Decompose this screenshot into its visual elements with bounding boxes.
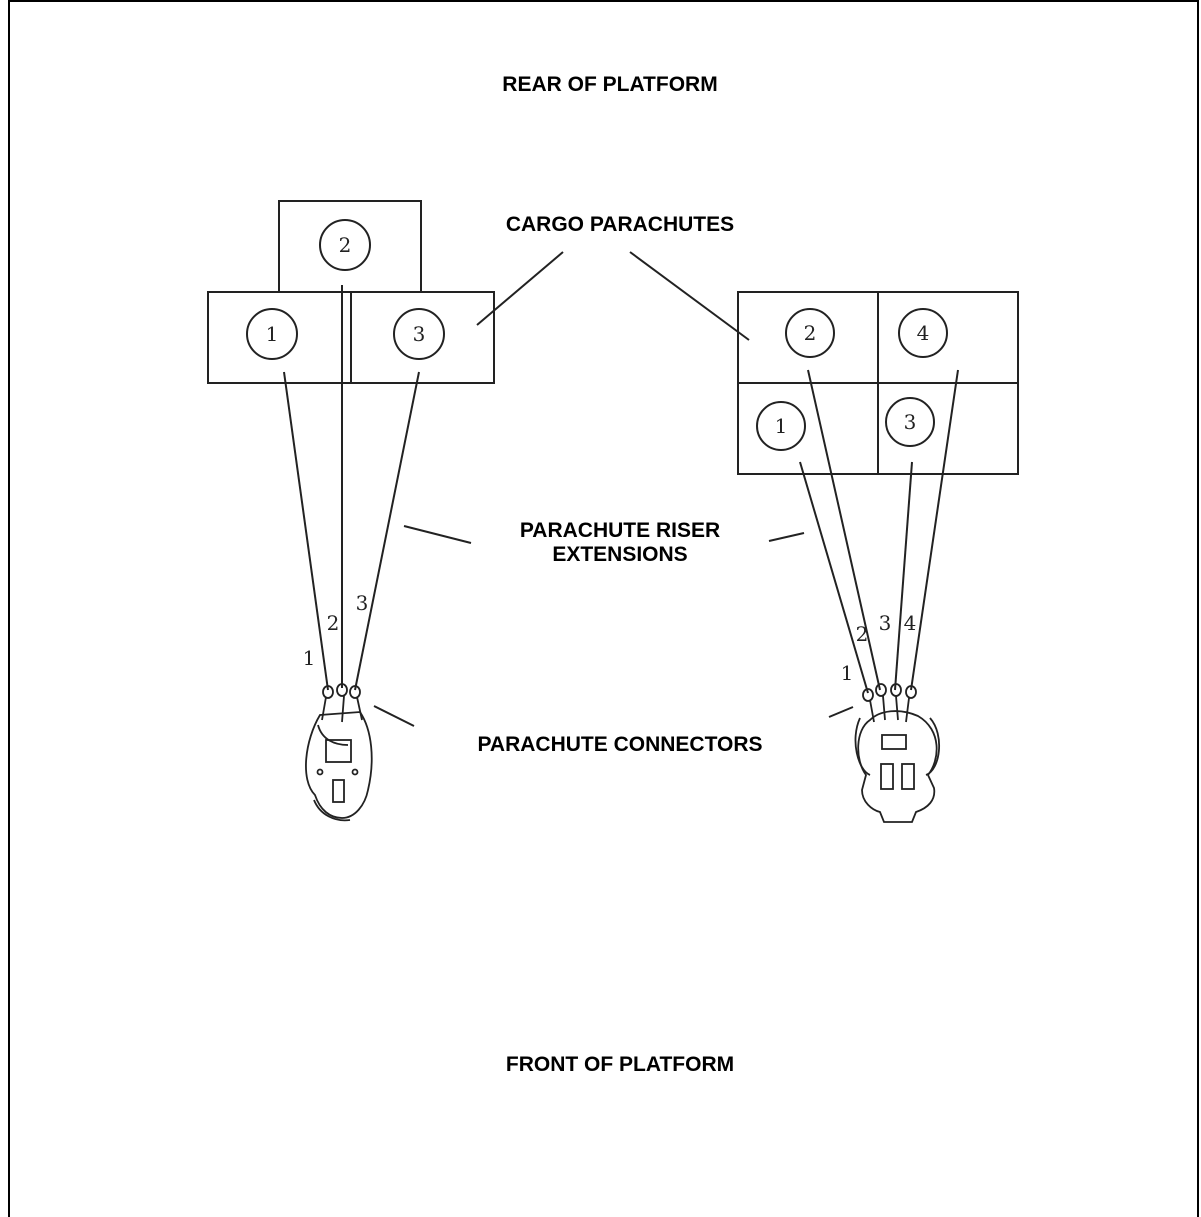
leader-connector-left: [373, 705, 415, 727]
leader-cargo-right: [629, 251, 750, 341]
left-riser-3-label: 3: [356, 591, 369, 615]
right-riser-2-label: 2: [856, 622, 869, 646]
leader-cargo-left: [476, 251, 564, 326]
left-parachute-3-circle: [393, 308, 445, 360]
left-parachute-1-number: 1: [266, 322, 279, 346]
left-riser-1-label: 1: [303, 646, 316, 670]
right-riser-2: [807, 369, 881, 691]
left-riser-2-label: 2: [327, 611, 340, 635]
left-parachute-1-box: [207, 291, 352, 384]
right-parachute-1-number: 1: [775, 414, 788, 438]
front-of-platform-label: FRONT OF PLATFORM: [505, 1053, 735, 1076]
right-parachute-4-number: 4: [917, 321, 930, 345]
leader-connector-right: [828, 706, 854, 718]
parachute-connectors-label: PARACHUTE CONNECTORS: [477, 733, 763, 756]
left-parachute-2-circle: [319, 219, 371, 271]
right-parachute-3-circle: [885, 397, 935, 447]
left-riser-1: [283, 371, 329, 691]
right-parachute-3-box: [877, 382, 1019, 475]
leader-riser-left: [403, 525, 472, 544]
right-parachute-2-circle: [785, 308, 835, 358]
right-parachute-1-circle: [756, 401, 806, 451]
right-riser-4-label: 4: [904, 611, 917, 635]
right-parachute-4-circle: [898, 308, 948, 358]
right-riser-1-label: 1: [841, 661, 854, 685]
left-parachute-1-circle: [246, 308, 298, 360]
right-riser-3-label: 3: [879, 611, 892, 635]
leader-riser-right: [768, 532, 805, 542]
right-riser-1: [799, 461, 869, 694]
left-parachute-connector: [305, 683, 373, 822]
right-riser-4: [910, 369, 959, 691]
left-parachute-3-box: [350, 291, 495, 384]
right-parachute-3-number: 3: [904, 410, 917, 434]
cargo-parachutes-label: CARGO PARACHUTES: [505, 213, 735, 236]
left-parachute-2-number: 2: [339, 233, 352, 257]
figure-frame: [8, 0, 1199, 1217]
left-parachute-3-number: 3: [413, 322, 426, 346]
right-parachute-2-number: 2: [804, 321, 817, 345]
right-riser-3: [894, 461, 913, 691]
parachute-riser-extensions-label: PARACHUTE RISER EXTENSIONS: [519, 519, 721, 566]
right-parachute-1-box: [737, 382, 879, 475]
rear-of-platform-label: REAR OF PLATFORM: [502, 73, 718, 96]
left-riser-3: [354, 371, 420, 691]
right-parachute-connector: [854, 683, 941, 823]
